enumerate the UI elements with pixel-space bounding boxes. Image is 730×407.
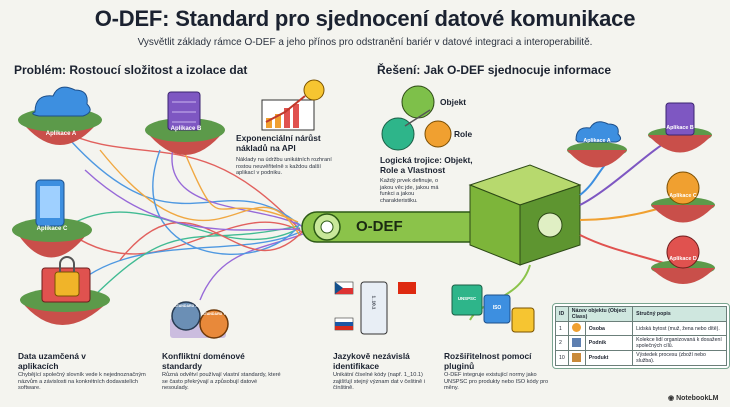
- th-name: Název objektu (Object Class): [567, 306, 634, 322]
- lang-text: Unikátní číselné kódy (např. 1_10.1) zaj…: [333, 372, 425, 392]
- island-app-d-right: [651, 235, 715, 284]
- plugin-boxes: [451, 284, 535, 333]
- page-subtitle: Vysvětlit základy rámce O-DEF a jeho pří…: [137, 37, 593, 48]
- locked-text: Chybějící společný slovník vede k nejedn…: [18, 372, 146, 392]
- standard-y-badge: STANDARD Y: [202, 312, 226, 316]
- cost-title: Exponenciální nárůst nákladů na API: [236, 133, 321, 153]
- island-app-a-left: [18, 86, 102, 145]
- box-icon: [567, 350, 586, 366]
- app-c-right-label: Aplikace C: [669, 193, 697, 199]
- trio-icons: [381, 85, 452, 151]
- th-id: ID: [555, 306, 569, 322]
- building-icon: [567, 335, 586, 351]
- object-class-table: ID Název objektu (Object Class) Stručný …: [552, 303, 730, 369]
- conflict-text: Různá odvětví používají vlastní standard…: [162, 372, 281, 392]
- app-b-right-label: Aplikace B: [666, 125, 694, 131]
- conflict-title: Konfliktní doménové standardy: [162, 351, 245, 371]
- cost-chart-icon: [261, 79, 325, 131]
- table-row: 1 Osoba Lidská bytost (muž, žena nebo dí…: [555, 321, 727, 336]
- watermark: ◉ NotebookLM: [668, 395, 719, 402]
- person-icon: [567, 321, 586, 336]
- lang-title: Jazykově nezávislá identifikace: [333, 351, 410, 371]
- notebooklm-icon: ◉: [668, 395, 677, 402]
- code-board-label: 1_10.1: [371, 295, 377, 310]
- app-d-right-label: Aplikace D: [669, 256, 697, 262]
- trio-object-label: Objekt: [440, 97, 467, 107]
- trinity-title: Logická trojice: Objekt, Role a Vlastnos…: [380, 155, 473, 175]
- table-row: 2 Podnik Kolekce lidí organizovaná k dos…: [555, 335, 727, 351]
- trinity-text: Každý prvek definuje, o jakou věc jde, j…: [380, 178, 439, 204]
- odef-connector: [301, 211, 513, 243]
- cost-text: Náklady na údržbu unikátních rozhraní ro…: [236, 157, 332, 177]
- page-title: O-DEF: Standard pro sjednocení datové ko…: [94, 6, 636, 31]
- ext-title: Rozšiřitelnost pomocí pluginů: [444, 351, 532, 371]
- app-b-left-label: Aplikace B: [170, 126, 202, 132]
- th-desc: Stručný popis: [632, 306, 727, 322]
- language-id-icons: [334, 281, 416, 335]
- island-app-c-right: [651, 171, 715, 223]
- iso-label: ISO: [492, 305, 502, 311]
- tangled-wires: [59, 124, 306, 301]
- app-a-left-label: Aplikace A: [45, 131, 77, 137]
- island-app-a-right: [567, 121, 627, 168]
- island-app-c-left: [12, 179, 92, 258]
- unspsc-label: UNSPSC: [457, 296, 477, 301]
- ext-text: O-DEF integruje existující normy jako UN…: [444, 372, 549, 392]
- app-a-right-label: Aplikace A: [583, 138, 611, 144]
- solution-heading: Řešení: Jak O-DEF sjednocuje informace: [377, 63, 612, 77]
- odef-label: O-DEF: [356, 218, 403, 235]
- island-app-b-right: [648, 102, 712, 153]
- locked-title: Data uzamčená v aplikacích: [18, 351, 86, 371]
- table-row: 10 Produkt Výstedek procesu (zboží nebo …: [555, 350, 727, 366]
- standards-badges: [170, 301, 229, 339]
- app-c-left-label: Aplikace C: [36, 226, 68, 232]
- standard-x-badge: STANDARD X: [174, 304, 198, 308]
- island-app-b-left: [145, 91, 225, 155]
- island-locked: [20, 256, 110, 325]
- cube-hub: [468, 164, 582, 266]
- problem-heading: Problém: Rostoucí složitost a izolace da…: [14, 63, 248, 77]
- trio-role-label: Role: [454, 129, 473, 139]
